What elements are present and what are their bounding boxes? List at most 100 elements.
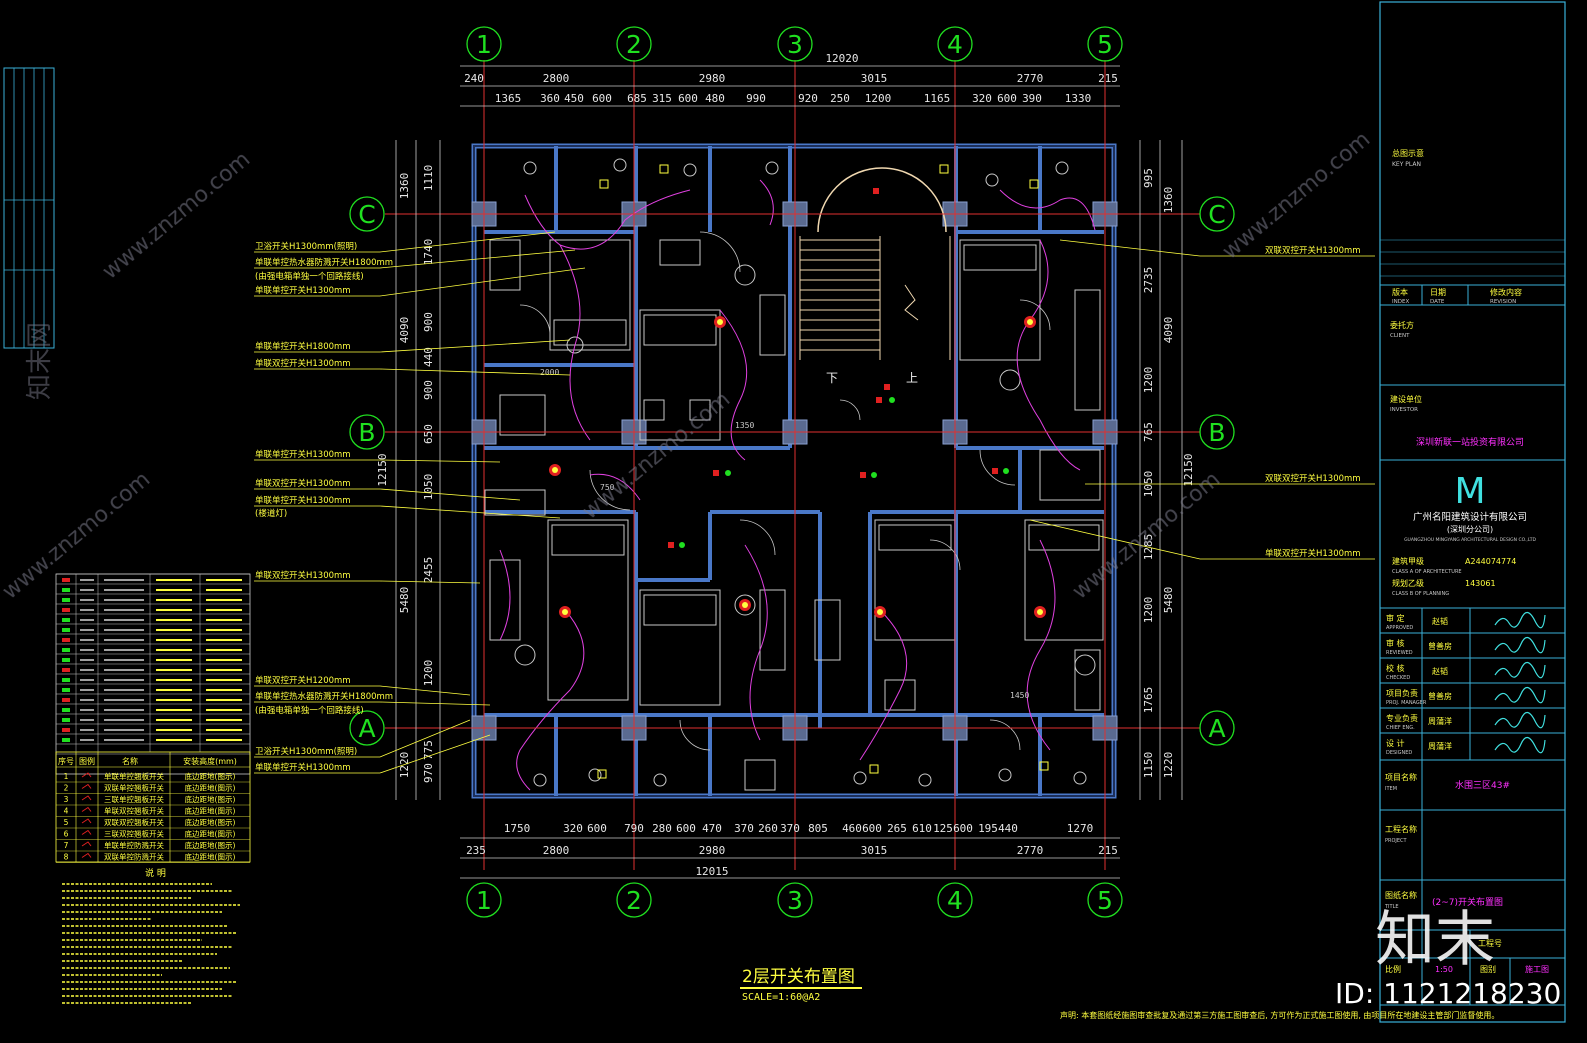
dimension-text: 1110 xyxy=(422,165,435,192)
switch-label: (由强电箱单独一个回路接线) xyxy=(255,705,364,716)
staff-role-en: PROJ. MANAGER xyxy=(1386,700,1427,706)
dimension-text: 265 xyxy=(887,822,907,835)
sheet-en: TITLE xyxy=(1384,904,1399,910)
dimension-text: 920 xyxy=(798,92,818,105)
legend-cell: 底边距地(图示) xyxy=(185,840,236,850)
legend-cell: 8 xyxy=(64,853,69,862)
legend-cell: 底边距地(图示) xyxy=(185,817,236,827)
room-dim: 750 xyxy=(600,483,615,492)
legend-cell: 单联单控翘板开关 xyxy=(104,771,164,781)
dimension-text: 1765 xyxy=(1142,687,1155,714)
project-label: 工程名称 xyxy=(1385,824,1417,834)
cert-en: CLASS B OF PLANNING xyxy=(1392,591,1449,597)
dimension-text: 235 xyxy=(466,844,486,857)
dimension-text: 450 xyxy=(564,92,584,105)
switch-label: 单联单控热水器防溅开关H1800mm xyxy=(255,691,393,702)
legend-cell: 2 xyxy=(64,784,69,793)
grid-label: 4 xyxy=(947,30,963,59)
dimension-text: 600 xyxy=(676,822,696,835)
staff-role: 校 核 xyxy=(1386,663,1405,673)
signature xyxy=(1494,611,1546,629)
staff-role: 专业负责 xyxy=(1386,713,1418,723)
dimension-text: 360 xyxy=(540,92,560,105)
switch-label: 单联单控开关H1300mm xyxy=(255,495,351,506)
grid-label: 5 xyxy=(1097,886,1113,915)
switch-label: 单联双控开关H1300mm xyxy=(1265,548,1361,559)
item-en: ITEM xyxy=(1385,786,1397,792)
switch-label: 单联双控开关H1300mm xyxy=(255,358,351,369)
investor-en: INVESTOR xyxy=(1390,407,1418,413)
grid-circle xyxy=(937,26,973,62)
switch-label: 单联双控开关H1300mm xyxy=(255,570,351,581)
staff-role: 设 计 xyxy=(1386,738,1405,748)
dimension-text: 250 xyxy=(830,92,850,105)
dimension-text: 4090 xyxy=(398,317,411,344)
dimension-text: 1365 xyxy=(495,92,522,105)
staff-role: 审 定 xyxy=(1386,613,1405,623)
dimension-text: 215 xyxy=(1098,72,1118,85)
dimension-text: 1165 xyxy=(924,92,951,105)
switch-label: 双联双控开关H1300mm xyxy=(1265,473,1361,484)
room-dim: 1350 xyxy=(735,421,754,430)
dimension-text: 390 xyxy=(1022,92,1042,105)
staff-role: 审 核 xyxy=(1386,638,1405,648)
grid-circle xyxy=(937,882,973,918)
switch-label: (由强电箱单独一个回路接线) xyxy=(255,271,364,282)
dimension-text: 1360 xyxy=(398,173,411,200)
dimension-text: 1200 xyxy=(1142,367,1155,394)
legend-header: 图例 xyxy=(79,756,95,766)
legend-header: 名称 xyxy=(122,756,138,766)
dimension-text: 900 xyxy=(422,312,435,332)
dimension-text: 600 xyxy=(997,92,1017,105)
grid-circle xyxy=(1087,882,1123,918)
grid-label: B xyxy=(358,418,375,447)
signature xyxy=(1494,636,1546,654)
dimension-text: 260 xyxy=(758,822,778,835)
key-plan-label: 总图示意 xyxy=(1392,148,1424,158)
cert-label: 规划乙级 xyxy=(1392,578,1424,588)
dimension-text: 1750 xyxy=(504,822,531,835)
legend-cell: 双联单控翘板开关 xyxy=(104,783,164,793)
item-label: 项目名称 xyxy=(1385,772,1417,782)
dimension-text: 1200 xyxy=(865,92,892,105)
dimension-text: 1050 xyxy=(422,474,435,501)
dimension-text: 600 xyxy=(592,92,612,105)
title-block xyxy=(1379,1,1566,1023)
switch-label: 单联单控热水器防溅开关H1800mm xyxy=(255,257,393,268)
side-brand: 知末网 xyxy=(25,322,55,400)
dimension-text: 370 xyxy=(734,822,754,835)
legend-cell: 3 xyxy=(64,795,69,804)
grid-label: 3 xyxy=(787,30,803,59)
dimension-text: 280 xyxy=(652,822,672,835)
dimension-text: 600 xyxy=(678,92,698,105)
dimension-text: 775 xyxy=(422,740,435,760)
dimension-text: 1740 xyxy=(422,239,435,266)
grid-circle xyxy=(1199,710,1235,746)
grid-circle xyxy=(777,882,813,918)
revision-header: 日期 xyxy=(1430,288,1446,297)
dimension-text: 995 xyxy=(1142,168,1155,188)
dimension-text: 2980 xyxy=(699,844,726,857)
revision-header-en: REVISION xyxy=(1490,299,1516,305)
signature xyxy=(1494,711,1546,729)
staff-name: 周蒲洋 xyxy=(1428,741,1452,751)
sheet-no-label: 工程号 xyxy=(1478,939,1502,948)
dimension-text: 2800 xyxy=(543,844,570,857)
revision-header: 版本 xyxy=(1392,287,1408,297)
company-logo: M xyxy=(1454,471,1485,512)
dimension-text: 2770 xyxy=(1017,72,1044,85)
type-label: 图别 xyxy=(1480,965,1496,974)
grid-circle xyxy=(349,414,385,450)
grid-label: A xyxy=(1208,714,1225,743)
grid-label: 2 xyxy=(626,30,642,59)
staff-role-en: DESIGNED xyxy=(1386,750,1412,756)
dimension-total: 12020 xyxy=(825,52,858,65)
legend-cell: 4 xyxy=(64,807,69,816)
legend-cell: 底边距地(图示) xyxy=(185,829,236,839)
dimension-text: 240 xyxy=(464,72,484,85)
dimension-text: 125 xyxy=(933,822,953,835)
grid-circle xyxy=(777,26,813,62)
dimension-text: 5480 xyxy=(398,587,411,614)
staff-role: 项目负责 xyxy=(1386,688,1418,698)
